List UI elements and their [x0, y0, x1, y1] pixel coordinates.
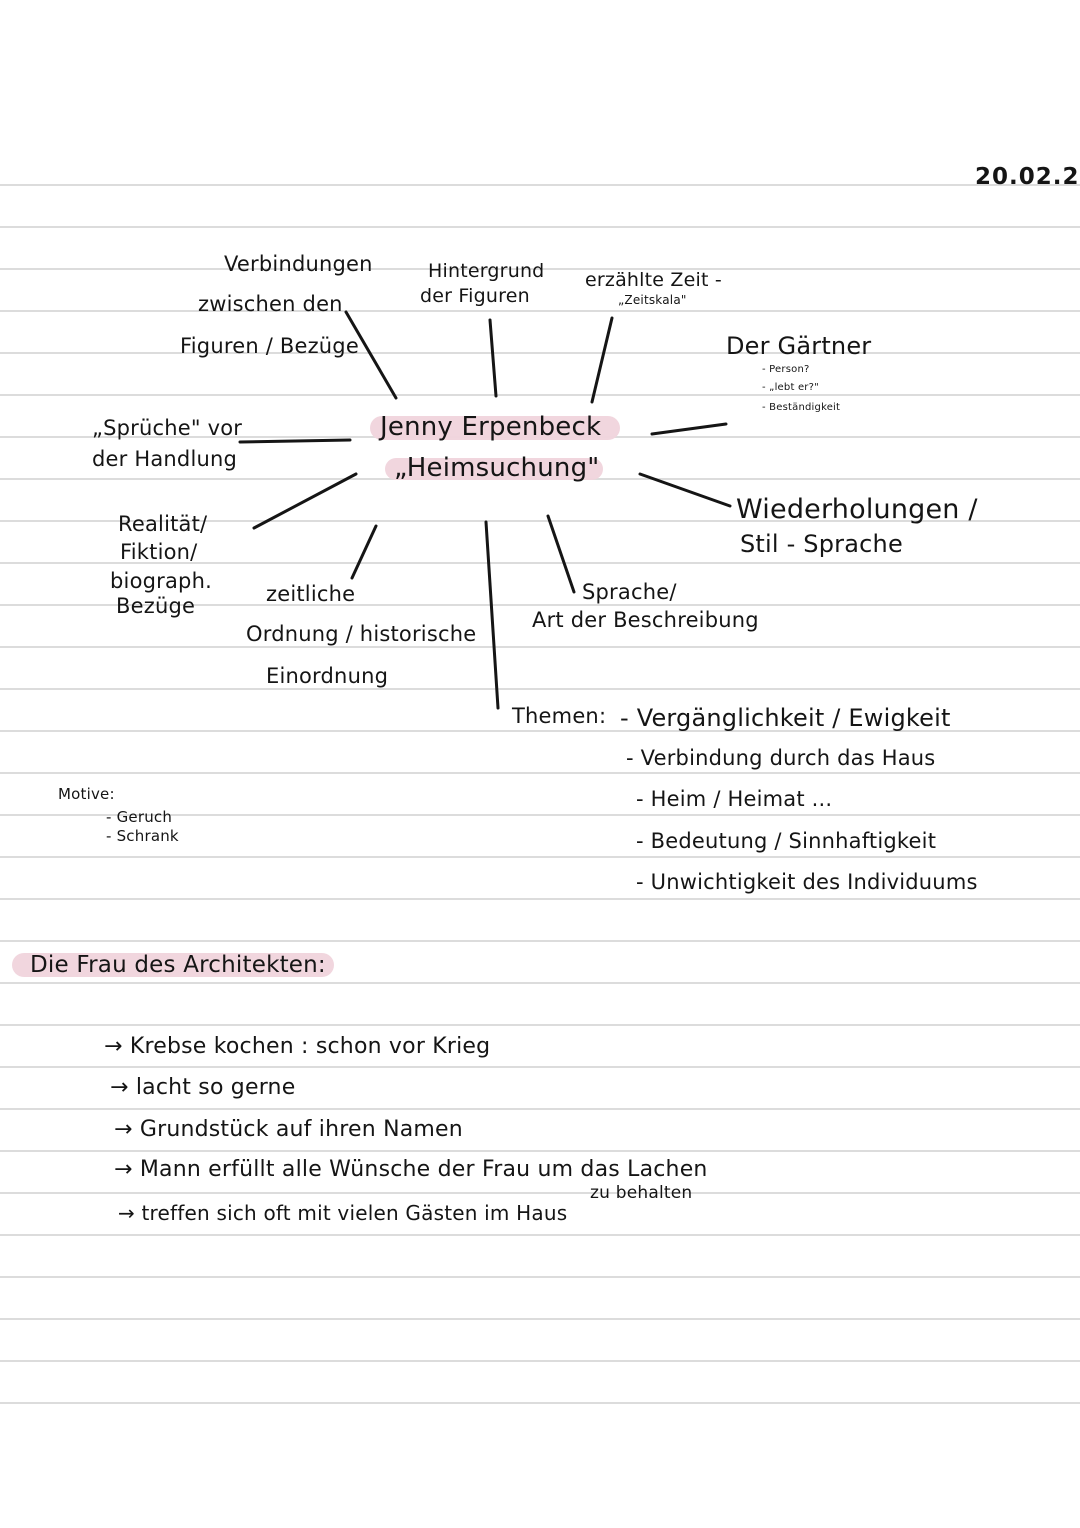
- node-sprache-line1: Sprache/: [582, 580, 677, 604]
- rule-line: [0, 772, 1080, 774]
- rule-line: [0, 1360, 1080, 1362]
- rule-line: [0, 1192, 1080, 1194]
- rule-line: [0, 184, 1080, 186]
- connector-hintergrund: [488, 318, 498, 398]
- center-title-highlight: [385, 458, 603, 480]
- node-verbindungen-line2: zwischen den: [198, 292, 343, 316]
- node-wiederholungen-line2: Stil - Sprache: [740, 530, 903, 558]
- motive-item: - Schrank: [106, 827, 179, 845]
- section-heading: Die Frau des Architekten:: [30, 952, 326, 978]
- rule-line: [0, 814, 1080, 816]
- rule-line: [0, 394, 1080, 396]
- node-realitaet-line3: biograph.: [110, 569, 212, 593]
- node-sprueche-line1: „Sprüche" vor: [92, 416, 243, 440]
- connector-gaertner: [650, 422, 728, 436]
- rule-line: [0, 898, 1080, 900]
- node-realitaet-line4: Bezüge: [116, 594, 196, 618]
- rule-line: [0, 1108, 1080, 1110]
- motive-item: - Geruch: [106, 808, 173, 826]
- node-wiederholungen-line1: Wiederholungen /: [736, 494, 978, 525]
- rule-line: [0, 352, 1080, 354]
- date: 20.02.24: [975, 164, 1080, 190]
- heading-highlight: [12, 953, 334, 977]
- node-verbindungen-line3: Figuren / Bezüge: [180, 334, 359, 358]
- rule-line: [0, 646, 1080, 648]
- rule-line: [0, 730, 1080, 732]
- node-realitaet-line1: Realität/: [118, 512, 208, 536]
- rule-line: [0, 1234, 1080, 1236]
- rule-line: [0, 688, 1080, 690]
- rule-line: [0, 1402, 1080, 1404]
- node-sprueche-line2: der Handlung: [92, 447, 238, 471]
- node-gaertner-sub2: - „lebt er?": [762, 382, 819, 393]
- connector-sprache: [546, 514, 576, 594]
- connector-erzaehlte-zeit: [590, 316, 614, 404]
- node-erzaehlte-zeit-line2: „Zeitskala": [618, 293, 687, 307]
- rule-line: [0, 1066, 1080, 1068]
- rule-line: [0, 562, 1080, 564]
- rule-line: [0, 310, 1080, 312]
- rule-line: [0, 226, 1080, 228]
- center-author-highlight: [370, 416, 620, 440]
- rule-line: [0, 940, 1080, 942]
- rule-line: [0, 520, 1080, 522]
- node-gaertner-sub1: - Person?: [762, 364, 810, 375]
- node-hintergrund-line1: Hintergrund: [428, 260, 545, 282]
- motive-label: Motive:: [58, 785, 115, 803]
- rule-line: [0, 1318, 1080, 1320]
- section-item: → treffen sich oft mit vielen Gästen im …: [118, 1201, 568, 1225]
- node-themen-item: - Unwichtigkeit des Individuums: [636, 870, 978, 894]
- node-sprache-line2: Art der Beschreibung: [532, 608, 759, 632]
- rule-line: [0, 1024, 1080, 1026]
- node-themen-item: - Verbindung durch das Haus: [626, 746, 936, 770]
- node-gaertner-title: Der Gärtner: [726, 332, 872, 360]
- rule-line: [0, 1150, 1080, 1152]
- node-zeitliche-line1: zeitliche: [266, 582, 356, 606]
- connector-themen: [484, 520, 500, 710]
- section-item: → Mann erfüllt alle Wünsche der Frau um …: [114, 1157, 708, 1182]
- node-gaertner-sub3: - Beständigkeit: [762, 402, 841, 413]
- node-erzaehlte-zeit-line1: erzählte Zeit -: [585, 269, 722, 291]
- node-themen-label: Themen:: [512, 704, 607, 728]
- rule-line: [0, 268, 1080, 270]
- node-verbindungen-line1: Verbindungen: [224, 252, 373, 276]
- connector-sprueche: [238, 438, 352, 444]
- node-themen-item: - Heim / Heimat ...: [636, 787, 833, 811]
- node-zeitliche-line2: Ordnung / historische: [246, 622, 477, 646]
- section-item: → Krebse kochen : schon vor Krieg: [104, 1034, 491, 1059]
- node-realitaet-line2: Fiktion/: [120, 540, 198, 564]
- section-item: → lacht so gerne: [110, 1075, 296, 1100]
- connector-zeitliche: [350, 524, 378, 580]
- section-item: → Grundstück auf ihren Namen: [114, 1117, 463, 1142]
- rule-line: [0, 1276, 1080, 1278]
- center-author: Jenny Erpenbeck: [380, 412, 602, 442]
- node-themen-item: - Vergänglichkeit / Ewigkeit: [620, 704, 951, 732]
- node-zeitliche-line3: Einordnung: [266, 664, 389, 688]
- rule-line: [0, 856, 1080, 858]
- rule-line: [0, 982, 1080, 984]
- rule-line: [0, 604, 1080, 606]
- node-hintergrund-line2: der Figuren: [420, 285, 530, 307]
- node-themen-item: - Bedeutung / Sinnhaftigkeit: [636, 829, 937, 853]
- section-insert: zu behalten: [590, 1183, 693, 1203]
- center-title: „Heimsuchung": [394, 453, 600, 483]
